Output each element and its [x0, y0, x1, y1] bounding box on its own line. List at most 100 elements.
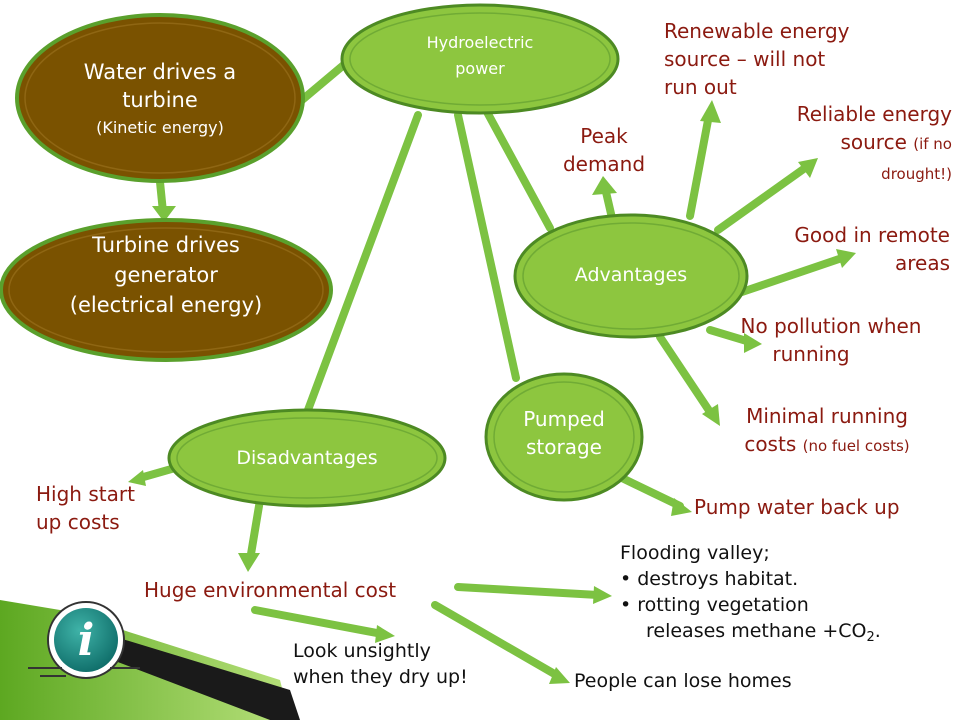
flood-bullet-2-cont: releases methane +CO2. [620, 618, 881, 651]
leaf-remote: Good in remote areas [740, 221, 950, 277]
arrowhead-reliable [798, 158, 818, 178]
pollution-line2: running [772, 342, 850, 366]
reliable-line3: drought!) [760, 158, 952, 188]
hydroelectric-label-line2: power [455, 59, 505, 78]
advantages-label: Advantages [574, 264, 688, 286]
leaf-minimal-costs: Minimal running costs (no fuel costs) [712, 402, 942, 460]
arrowheads [128, 100, 856, 684]
costs-line1: Minimal running [746, 404, 908, 428]
node-pumped-storage [484, 372, 644, 502]
high-line1: High start [36, 482, 135, 506]
flood-co2-subscript: 2 [866, 630, 875, 645]
flood-bullet-1: destroys habitat. [620, 566, 881, 592]
line-dis-high [136, 464, 179, 482]
water-turbine-label: Water drives a turbine (Kinetic energy) [40, 58, 280, 142]
high-line2: up costs [36, 510, 120, 534]
info-badge-letter: i [78, 615, 95, 666]
turbine-label-line2: generator [114, 263, 218, 287]
flood-line3-text: releases methane +CO [646, 620, 867, 642]
leaf-peak-demand: Peak demand [554, 122, 654, 178]
arrowhead-homes [549, 667, 570, 684]
costs-line2-note: (no fuel costs) [802, 437, 910, 455]
water-label-line2: turbine [122, 88, 198, 112]
line-adv-peak [602, 188, 616, 222]
line-adv-remote [738, 254, 846, 296]
arrowhead-peak [592, 176, 617, 195]
remote-line2: areas [894, 251, 950, 275]
reliable-line2: source (if no [760, 128, 952, 158]
flood-line3-period: . [874, 620, 881, 642]
flood-bullet-2: rotting vegetation [620, 592, 881, 618]
line-hydro-advantages [483, 108, 554, 232]
water-label-line1: Water drives a [83, 60, 237, 84]
leaf-pump-back-up: Pump water back up [694, 495, 900, 519]
line-adv-reliable [714, 164, 809, 234]
arrowhead-turbine [152, 206, 176, 222]
node-advantages-inner-ring [522, 222, 740, 330]
arrowhead-remote [836, 249, 856, 268]
leaf-look-unsightly: Look unsightly when they dry up! [293, 638, 468, 690]
node-turbine-generator [0, 218, 333, 362]
leaf-flooding-valley: Flooding valley; destroys habitat. rotti… [620, 540, 881, 651]
line-adv-costs [656, 333, 716, 419]
renewable-line3: run out [664, 75, 737, 99]
leaf-renewable: Renewable energy source – will not run o… [664, 17, 850, 101]
node-disadvantages-inner-ring [176, 417, 438, 499]
leaf-environmental-cost: Huge environmental cost [144, 578, 397, 602]
line-hydro-pumped [454, 111, 520, 382]
line-env-unsightly [251, 606, 386, 638]
arrowhead-flood [593, 586, 612, 604]
leaf-high-start-costs: High start up costs [36, 480, 135, 536]
arrowhead-pumpback [671, 498, 692, 516]
peak-line1: Peak [580, 124, 628, 148]
reliable-line2-note: (if no [913, 135, 952, 153]
renewable-line2: source – will not [664, 47, 826, 71]
node-disadvantages [167, 408, 447, 508]
hydroelectric-label-line1: Hydroelectric [426, 33, 534, 52]
connector-lines [136, 54, 846, 680]
turbine-label-line3: (electrical energy) [69, 293, 263, 317]
line-hydro-disadvantages [301, 111, 422, 422]
line-pumped-pumpback [618, 474, 684, 510]
costs-line2-main: costs [744, 432, 797, 456]
hydroelectric-label: Hydroelectric power [380, 30, 580, 82]
turbine-generator-label: Turbine drives generator (electrical ene… [26, 230, 306, 320]
line-adv-pollution [706, 326, 754, 346]
pumped-label-line2: storage [526, 435, 602, 459]
node-advantages [513, 213, 749, 339]
node-hydroelectric-inner-ring [349, 12, 611, 106]
line-dis-env [246, 496, 264, 564]
reliable-line3-note: drought!) [881, 165, 952, 183]
unsightly-line2: when they dry up! [293, 666, 468, 688]
flood-title: Flooding valley; [620, 542, 770, 564]
disadvantages-label: Disadvantages [236, 447, 378, 469]
pumped-storage-label: Pumped storage [494, 405, 634, 461]
arrowhead-unsightly [375, 625, 395, 643]
arrowhead-renewable [700, 100, 721, 123]
leaf-reliable: Reliable energy source (if no drought!) [760, 100, 952, 188]
reliable-line2-main: source [840, 130, 907, 154]
water-label-line3: (Kinetic energy) [96, 118, 224, 137]
node-water-turbine [15, 13, 305, 183]
node-water-inner-ring [24, 22, 296, 174]
line-env-flood [454, 583, 602, 599]
reliable-line1: Reliable energy [796, 102, 952, 126]
leaf-no-pollution: No pollution when running [716, 312, 946, 368]
line-env-homes [431, 601, 562, 680]
node-turbine-inner-ring [8, 227, 324, 353]
info-badge-icon: i [28, 601, 140, 679]
leaf-lose-homes: People can lose homes [574, 670, 792, 692]
turbine-label-line1: Turbine drives [92, 233, 240, 257]
node-hydroelectric [340, 3, 620, 115]
peak-line2: demand [562, 152, 646, 176]
remote-line1: Good in remote [794, 223, 950, 247]
arrowhead-env [238, 553, 260, 572]
costs-line2: costs (no fuel costs) [712, 430, 942, 460]
unsightly-line1: Look unsightly [293, 640, 431, 662]
pumped-label-line1: Pumped [523, 407, 605, 431]
node-pumped-inner-ring [493, 381, 635, 493]
line-adv-renewable [686, 111, 713, 220]
arrowhead-pollution [744, 333, 762, 353]
arrowhead-high [128, 470, 146, 486]
